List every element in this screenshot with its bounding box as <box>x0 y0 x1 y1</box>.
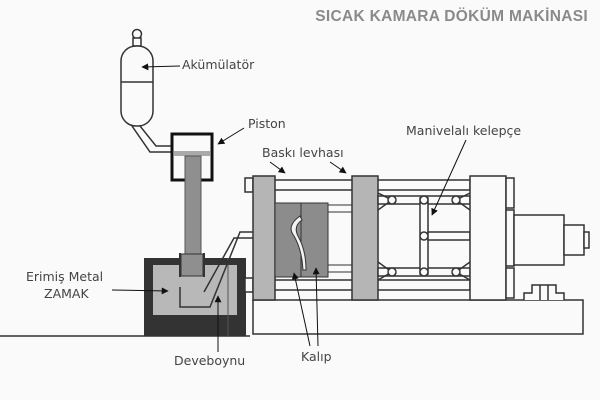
molten-metal-arrow <box>111 287 169 295</box>
accumulator <box>120 28 172 153</box>
diagram-title: SICAK KAMARA DÖKÜM MAKİNASI <box>315 8 588 25</box>
machine-base <box>252 299 584 335</box>
label-mold: Kalıp <box>301 349 332 364</box>
pressure-plate-arrow-right <box>329 161 347 174</box>
moving-platen <box>351 175 379 301</box>
label-gooseneck: Deveboynu <box>174 353 246 368</box>
crank-clamp-arrow <box>431 139 467 216</box>
mold-arrow-right <box>312 267 320 347</box>
accumulator-arrow <box>141 63 181 71</box>
leader-lines <box>111 63 467 352</box>
rear-platen <box>469 175 590 301</box>
label-crank-clamp: Manivelalı kelepçe <box>406 123 522 138</box>
piston-arrow <box>217 127 245 145</box>
fixed-platen <box>252 175 276 301</box>
pressure-plate-arrow-left <box>269 161 286 174</box>
label-piston: Piston <box>248 116 286 131</box>
label-molten-metal: Erimiş Metal <box>26 269 104 284</box>
label-pressure-plate: Baskı levhası <box>262 145 344 160</box>
label-zamak: ZAMAK <box>44 286 89 301</box>
label-accumulator: Akümülatör <box>182 57 255 72</box>
mold-arrow-left <box>291 272 311 347</box>
mold <box>274 202 353 278</box>
furnace <box>144 231 280 336</box>
crank-clamp <box>377 192 471 281</box>
piston <box>170 132 214 261</box>
